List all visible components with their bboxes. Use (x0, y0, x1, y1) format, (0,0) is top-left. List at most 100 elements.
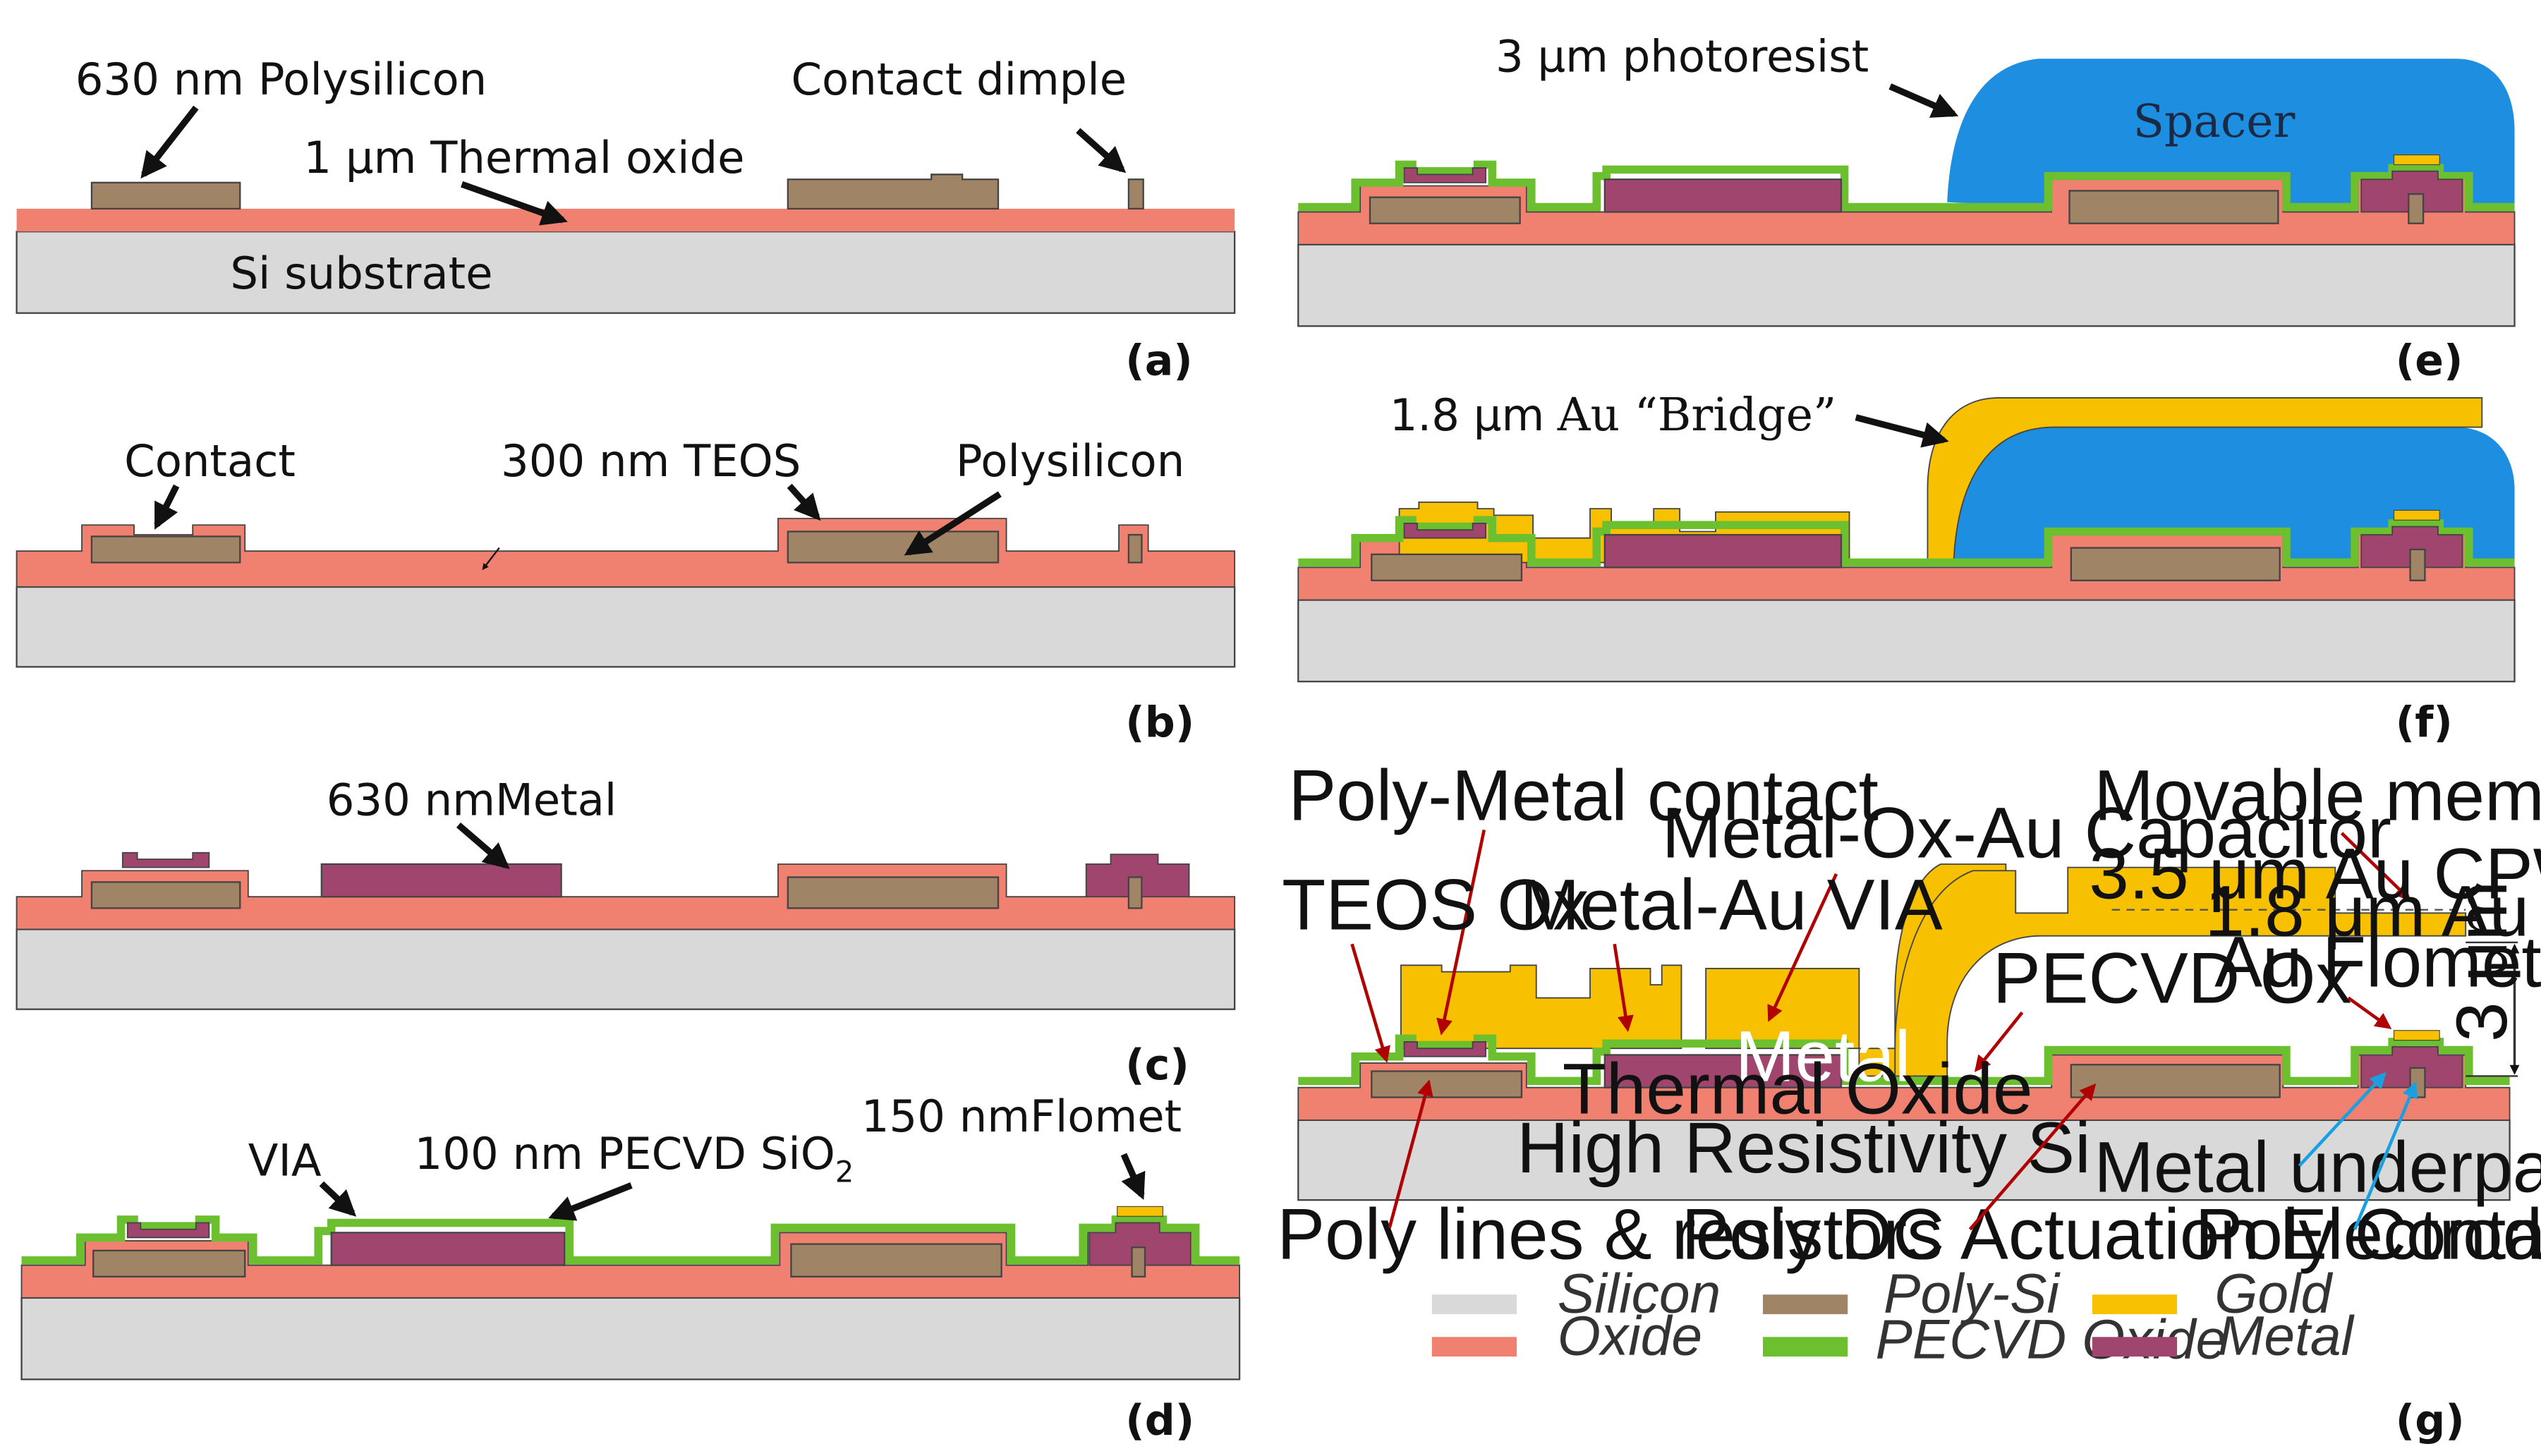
label-150nm-flomet: 150 nmFlomet (861, 1091, 1182, 1142)
poly-dimple (1127, 178, 1144, 210)
metal-underpass (1085, 854, 1190, 898)
flomet-layer (1117, 1206, 1164, 1217)
capacitor-gold (1705, 967, 1860, 1050)
si-substrate (16, 231, 1236, 314)
label-poly-lines: Poly lines & resistors (1277, 1194, 1943, 1274)
metal-contact (126, 1222, 210, 1239)
label-cpw: 3.5 μm Au CPW (2089, 834, 2541, 914)
metal-pad (330, 1232, 566, 1266)
poly-block (1371, 1070, 1523, 1098)
panel-g: Poly-Metal contact Movable membrane Meta… (1277, 756, 2541, 1445)
si-substrate (1297, 599, 2516, 683)
legend-metal: Metal (2218, 1305, 2355, 1367)
label-100nm-pecvd: 100 nm PECVD SiO2 (415, 1128, 854, 1189)
label-au-flomet: Au Flomet (2214, 921, 2541, 1002)
poly-electrode (787, 530, 1000, 564)
label-contact-dimple: Contact dimple (791, 54, 1127, 105)
label-spacer: Spacer (2133, 95, 2296, 148)
poly-block (1369, 196, 1521, 224)
label-630nm-metal: 630 nmMetal (327, 775, 617, 826)
flomet-layer (2393, 154, 2440, 166)
si-substrate (16, 928, 1236, 1010)
metal-contact (121, 851, 210, 868)
legend-swatch-gold (2092, 1294, 2178, 1314)
panel-c: 630 nmMetal (c) (16, 775, 1236, 1090)
label-polysilicon: Polysilicon (956, 435, 1184, 487)
poly-block (92, 1249, 246, 1278)
label-contact: Contact (124, 435, 296, 487)
poly-electrode (2070, 1064, 2281, 1098)
legend-gold: Gold (2214, 1263, 2333, 1325)
label-high-resistivity-si: High Resistivity Si (1517, 1108, 2091, 1188)
label-au-bridge: 1.8 μm Au Bridge (2205, 871, 2541, 952)
metal-contact (1403, 523, 1487, 539)
cpw-gold-top (1894, 866, 2467, 1077)
label-pecvd-ox: PECVD Ox (1993, 938, 2352, 1018)
pecvd-oxide-layer (21, 1215, 1240, 1265)
legend: Silicon Poly-Si Gold Oxide PECVD Oxide M… (1431, 1263, 2355, 1370)
poly-electrode (2068, 190, 2279, 224)
panel-d: VIA 100 nm PECVD SiO2 150 nmFlomet (d) (20, 1091, 1241, 1445)
label-metal-underpass: Metal underpass (2094, 1127, 2541, 1208)
legend-swatch-metal (2092, 1337, 2178, 1357)
metal-pad (1603, 178, 1843, 213)
poly-block (90, 181, 241, 210)
panel-e: 3 μm photoresist Spacer (e) (1297, 31, 2516, 386)
legend-swatch-pecvd (1763, 1337, 1848, 1357)
label-thermal-oxide: 1 μm Thermal oxide (303, 132, 744, 183)
spacer-photoresist (1947, 59, 2515, 207)
label-teos-ox: TEOS Ox (1282, 864, 1589, 945)
label-thermal-oxide: Thermal Oxide (1563, 1049, 2033, 1129)
poly-electrode (790, 1243, 1002, 1278)
si-substrate (16, 586, 1236, 668)
legend-swatch-poly (1763, 1294, 1848, 1314)
label-3um-photoresist: 3 μm photoresist (1496, 31, 1869, 83)
gold-layer (1400, 964, 1682, 1050)
label-movable-membrane: Movable membrane (2094, 756, 2541, 836)
legend-swatch-oxide (1431, 1337, 1517, 1357)
poly-electrode (787, 174, 1000, 210)
legend-swatch-silicon (1431, 1294, 1517, 1314)
label-dc-electrode: Poly DC Actuation Electrode (1681, 1194, 2541, 1274)
poly-dimple (1127, 876, 1143, 909)
metal-underpass (2360, 170, 2463, 213)
metal-contact (1403, 1041, 1487, 1057)
panel-b: Contact 300 nm TEOS Polysilicon (b) (16, 435, 1236, 748)
legend-silicon: Silicon (1558, 1263, 1721, 1325)
label-poly-contact-dimple: Poly Contact dimple (2195, 1194, 2541, 1274)
panel-tag-g: (g) (2396, 1396, 2465, 1445)
panel-tag-e: (e) (2396, 336, 2463, 386)
metal-underpass (2360, 526, 2463, 569)
poly-dimple (1127, 533, 1143, 564)
panel-tag-b: (b) (1125, 698, 1194, 748)
label-300nm-teos: 300 nm TEOS (501, 435, 801, 487)
metal-underpass (1088, 1222, 1191, 1266)
si-substrate (20, 1297, 1241, 1381)
panel-tag-c: (c) (1125, 1041, 1189, 1090)
label-si-substrate: Si substrate (230, 248, 492, 299)
poly-dimple (1131, 1246, 1146, 1278)
label-via: VIA (248, 1134, 322, 1186)
si-substrate (1297, 243, 2516, 327)
legend-oxide: Oxide (1558, 1305, 1702, 1367)
label-capacitor: Metal-Ox-Au Capacitor (1662, 793, 2391, 873)
panel-tag-d: (d) (1125, 1396, 1194, 1445)
label-630nm-polysilicon: 630 nm Polysilicon (75, 54, 487, 105)
panel-a: 630 nm Polysilicon Contact dimple 1 μm T… (16, 54, 1236, 386)
label-metal-au-via: Metal-Au VIA (1520, 864, 1943, 945)
pecvd-oxide-layer (1298, 516, 2515, 567)
legend-poly-si: Poly-Si (1884, 1263, 2061, 1325)
thermal-oxide-layer (16, 208, 1235, 232)
poly-dimple (2409, 548, 2426, 581)
label-3um-gap: 3 μm (2442, 881, 2522, 1042)
metal-contact (1403, 167, 1487, 183)
au-flomet-layer (2393, 1030, 2440, 1041)
poly-block (1371, 553, 1523, 581)
poly-electrode (2070, 547, 2281, 581)
metal-pad (1603, 533, 1843, 569)
pecvd-oxide-layer (1298, 160, 2515, 212)
flomet-layer (2393, 509, 2440, 521)
